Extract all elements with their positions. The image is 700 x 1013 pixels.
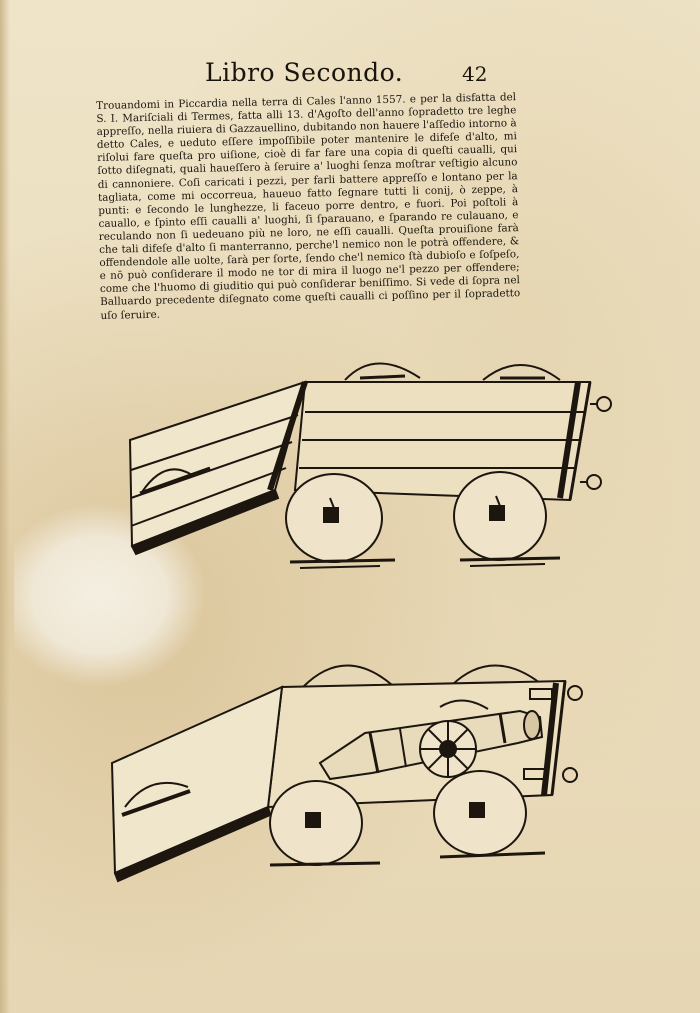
page-number: 42: [462, 62, 488, 86]
figure-lower-carriage: [0, 645, 700, 885]
woodcut-carriage-with-cannon: [110, 664, 583, 883]
body-paragraph: Trouandomi in Piccardia nella terra di C…: [96, 91, 521, 322]
woodcut-carriage-empty: [128, 362, 612, 569]
page-header: Libro Secondo. 42: [0, 58, 700, 98]
page-gutter-shadow: [0, 0, 10, 1013]
page-title: Libro Secondo.: [205, 58, 404, 87]
figure-upper-carriage: [0, 340, 700, 590]
